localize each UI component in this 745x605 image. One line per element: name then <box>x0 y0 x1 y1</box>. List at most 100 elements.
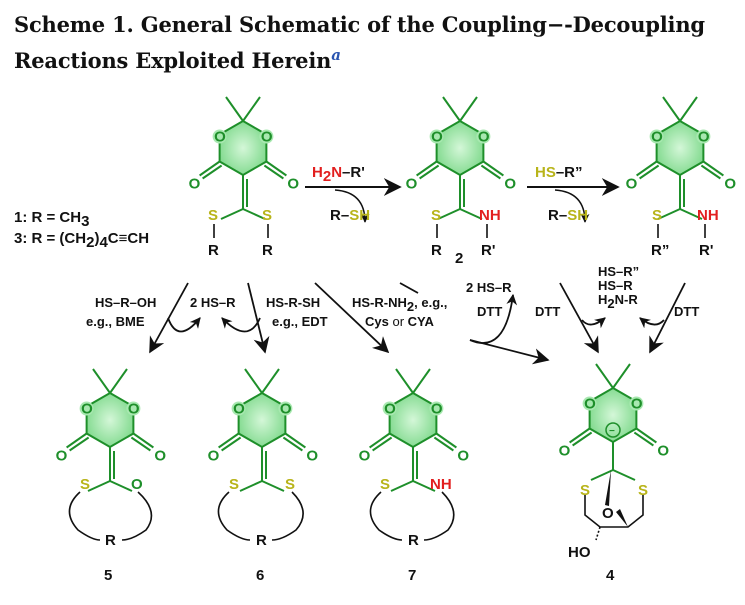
ring-oxygen: O <box>233 401 245 418</box>
carbonyl-oxygen: O <box>559 443 571 460</box>
carbonyl-oxygen: O <box>287 176 299 193</box>
carbonyl-bond <box>130 436 151 452</box>
ring-oxygen: O <box>81 401 93 418</box>
ring-hexagon <box>237 391 287 449</box>
ring-hexagon <box>218 119 268 177</box>
bond-to-heteroatom <box>657 208 681 220</box>
methyl-bond <box>225 96 244 122</box>
compound-label-5: 5 <box>104 567 112 584</box>
compound-3-adduct-substituents <box>657 224 706 238</box>
compound-4-sulfur-right: S <box>638 482 648 499</box>
carbonyl-bond <box>633 431 654 447</box>
scheme-title: Scheme 1. General Schematic of the Coupl… <box>14 10 705 76</box>
carbonyl-oxygen: O <box>359 448 371 465</box>
macrocycle-loops <box>68 491 455 541</box>
reagent-stack-h2n-r: H2N-R <box>598 292 638 311</box>
carbonyl-bond <box>202 164 223 180</box>
compound-2-r-prime: R' <box>481 242 495 259</box>
title-line-2: Reactions Exploited Hereina <box>14 40 705 76</box>
compound-4-bicycle <box>584 495 644 541</box>
compound-label-6: 6 <box>256 567 264 584</box>
compound-label-2: 2 <box>455 250 463 267</box>
reagent-eg-edt: e.g., EDT <box>272 314 328 329</box>
bond-to-heteroatom <box>459 208 483 220</box>
title-line-1: Scheme 1. General Schematic of the Coupl… <box>14 12 705 37</box>
compound-4-charge: − <box>609 426 615 437</box>
carbonyl-oxygen: O <box>406 176 418 193</box>
carbonyl-bond <box>636 160 658 177</box>
compound-2-r: R <box>431 242 442 259</box>
methyl-bond <box>261 368 280 394</box>
adduct-r-double-prime: R” <box>651 242 669 259</box>
carbonyl-bond <box>69 436 90 452</box>
reagent-cys-or-cya: Cys or CYA <box>365 314 435 329</box>
methyl-bond <box>679 96 698 122</box>
adduct-r-prime: R' <box>699 242 713 259</box>
compound-4-oxygen: O <box>602 505 614 522</box>
compound-1-sulfur-left: S <box>208 207 218 224</box>
methyl-bond <box>442 96 461 122</box>
methyl-bond <box>412 368 431 394</box>
carbonyl-oxygen: O <box>657 443 669 460</box>
ring-oxygen: O <box>478 129 490 146</box>
compound-7-r: R <box>408 532 419 549</box>
carbonyl-bond <box>284 432 306 449</box>
compound-6-r: R <box>256 532 267 549</box>
bond-to-heteroatom <box>412 480 436 492</box>
bond-to-heteroatom <box>390 480 414 492</box>
compound-1-sulfur-right: S <box>262 207 272 224</box>
carbonyl-bond <box>433 436 454 452</box>
compound-2-sulfur: S <box>431 207 441 224</box>
compound-1-substituents <box>213 224 269 238</box>
byproduct-rsh-1: R–SH <box>330 207 370 224</box>
methyl-bond <box>244 368 263 394</box>
methyl-bond <box>395 368 414 394</box>
ring-oxygen: O <box>431 401 443 418</box>
compound-4-wedge-bond <box>605 470 611 506</box>
compound-5-sulfur: S <box>80 476 90 493</box>
compound-6-sulfur-left: S <box>229 476 239 493</box>
ring-hexagon <box>388 391 438 449</box>
legend-compound-1: 1: R = CH3 <box>14 209 89 230</box>
carbonyl-bond <box>265 160 287 177</box>
top-arrows <box>305 178 620 223</box>
compound-5-r: R <box>105 532 116 549</box>
methyl-bond <box>459 96 478 122</box>
bond-to-heteroatom <box>612 469 636 481</box>
carbonyl-bond <box>480 164 501 180</box>
methyl-bond <box>612 363 631 389</box>
carbonyl-bond <box>435 432 457 449</box>
adduct-sulfur: S <box>652 207 662 224</box>
compound-4-sulfur-left: S <box>580 482 590 499</box>
reagent-stack-hs-r-double-prime: HS–R” <box>598 264 639 279</box>
adduct-nh: NH <box>697 207 719 224</box>
reagent-2-hs-r-left: 2 HS–R <box>190 295 236 310</box>
ring-oxygen: O <box>631 396 643 413</box>
ring-oxygen: O <box>698 129 710 146</box>
carbonyl-bond <box>369 432 391 449</box>
compound-2-nh: NH <box>479 207 501 224</box>
ring-oxygen: O <box>214 129 226 146</box>
methyl-bond <box>595 363 614 389</box>
compound-6-sulfur-right: S <box>285 476 295 493</box>
carbonyl-bond <box>569 427 591 444</box>
reagent-dtt-3: DTT <box>674 304 699 319</box>
reagent-hs-r-oh: HS–R–OH <box>95 295 156 310</box>
carbonyl-oxygen: O <box>306 448 318 465</box>
carbonyl-bond <box>702 160 724 177</box>
carbonyl-oxygen: O <box>457 448 469 465</box>
legend-compound-3: 3: R = (CH2)4C≡CH <box>14 230 149 251</box>
bond-to-heteroatom <box>220 208 244 220</box>
compound-label-4: 4 <box>606 567 615 584</box>
reagent-stack-hs-r: HS–R <box>598 278 633 293</box>
compound-7-sulfur: S <box>380 476 390 493</box>
ring-hexagon <box>85 391 135 449</box>
bond-to-heteroatom <box>261 480 285 492</box>
carbonyl-bond <box>639 164 660 180</box>
carbonyl-bond <box>221 436 242 452</box>
